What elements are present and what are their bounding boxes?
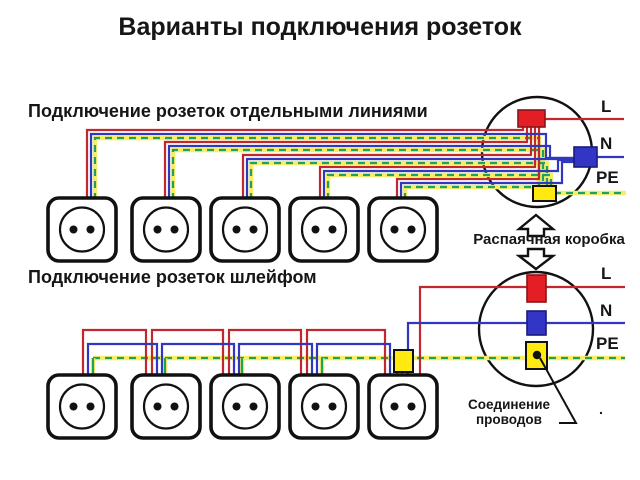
wire-label-n-top: N bbox=[600, 134, 613, 153]
arrow-up-icon bbox=[515, 213, 557, 238]
socket-row-top bbox=[46, 196, 439, 263]
wire-connection-label-line2: проводов bbox=[476, 411, 542, 427]
arrow-down-icon bbox=[515, 247, 557, 271]
section-label-daisy-chain: Подключение розеток шлейфом bbox=[28, 267, 317, 287]
wire-label-l-top: L bbox=[601, 97, 612, 116]
wire-label-pe-bottom: PE bbox=[596, 334, 619, 353]
terminal-n-bottom bbox=[526, 310, 547, 336]
terminal-l-bottom bbox=[526, 274, 547, 303]
socket bbox=[46, 373, 118, 440]
wire-connection-label-line1: Соединение bbox=[468, 397, 550, 412]
socket bbox=[209, 196, 281, 263]
stray-mark: . bbox=[599, 401, 603, 417]
junction-box-label: Распаячная коробка bbox=[473, 231, 625, 248]
line-wires-bottom bbox=[81, 285, 625, 376]
socket bbox=[288, 373, 360, 440]
pe-stubs-bottom bbox=[90, 358, 409, 377]
terminal-n-top bbox=[573, 146, 598, 168]
terminal-pe-top bbox=[532, 185, 557, 202]
section-label-separate-lines: Подключение розеток отдельными линиями bbox=[28, 101, 428, 121]
socket bbox=[130, 373, 202, 440]
wire-connection-label: Соединение проводов bbox=[456, 397, 562, 427]
diagram-separate-lines bbox=[46, 95, 626, 263]
socket bbox=[46, 196, 118, 263]
wire-connection-point bbox=[532, 350, 542, 360]
socket bbox=[288, 196, 360, 263]
wire-label-pe-top: PE bbox=[596, 168, 619, 187]
wire-label-n-bottom: N bbox=[600, 301, 613, 320]
socket bbox=[130, 196, 202, 263]
wire-connection-callout-line bbox=[539, 357, 578, 424]
socket bbox=[367, 373, 439, 440]
socket bbox=[209, 373, 281, 440]
pe-splice-block bbox=[393, 349, 414, 373]
page-title: Варианты подключения розеток bbox=[118, 13, 522, 41]
socket-row-bottom bbox=[46, 373, 439, 440]
neutral-wires-top bbox=[89, 132, 575, 200]
socket bbox=[367, 196, 439, 263]
terminal-l-top bbox=[517, 109, 546, 128]
diagram-daisy-chain bbox=[46, 270, 625, 440]
wire-label-l-bottom: L bbox=[601, 264, 612, 283]
